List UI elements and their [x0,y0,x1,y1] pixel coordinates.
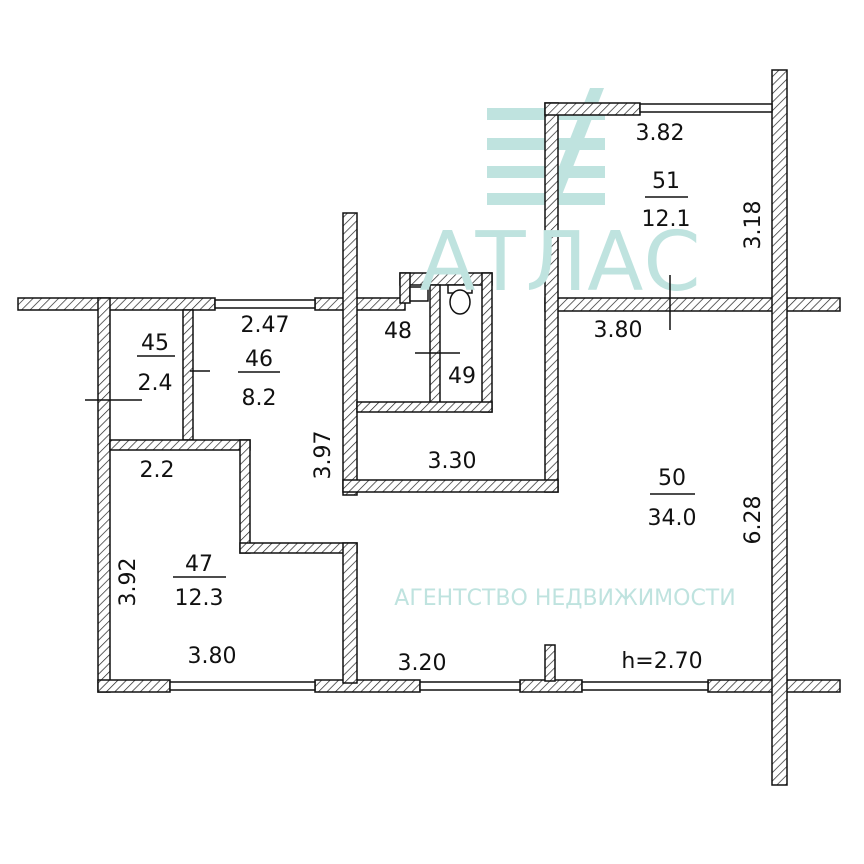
dim-corridor-width: 3.30 [428,449,477,474]
watermark-brand: АТЛАС [419,215,700,310]
annotation-lines [85,196,695,578]
room-46-area: 8.2 [242,386,277,411]
room-50-number: 50 [658,466,686,491]
room-47-area: 12.3 [175,586,224,611]
room-45-area: 2.4 [138,371,173,396]
room-45-number: 45 [141,331,169,356]
room-48-number: 48 [384,319,412,344]
room-49-number: 49 [448,364,476,389]
dim-r47-height: 3.92 [116,558,141,607]
windows [169,103,773,691]
room-46-number: 46 [245,347,273,372]
dim-r51-depth: 3.18 [741,201,766,250]
dim-r51-width: 3.82 [636,121,685,146]
dim-r46-width: 2.47 [241,313,290,338]
walls [17,69,841,786]
bathroom-fixtures [409,284,473,315]
ceiling-height: h=2.70 [621,649,702,674]
dim-r50-bottom: 3.20 [398,651,447,676]
room-50-area: 34.0 [648,506,697,531]
dim-corridor-height: 3.97 [311,431,336,480]
room-51-area: 12.1 [642,207,691,232]
dim-r47-top: 2.2 [140,458,175,483]
dim-r50-top: 3.80 [594,318,643,343]
room-51-number: 51 [652,169,680,194]
sink-icon [409,286,429,302]
dim-r47-bottom: 3.80 [188,644,237,669]
dim-r50-depth: 6.28 [741,496,766,545]
room-47-number: 47 [185,552,213,577]
watermark-subtitle: АГЕНТСТВО НЕДВИЖИМОСТИ [394,586,735,611]
